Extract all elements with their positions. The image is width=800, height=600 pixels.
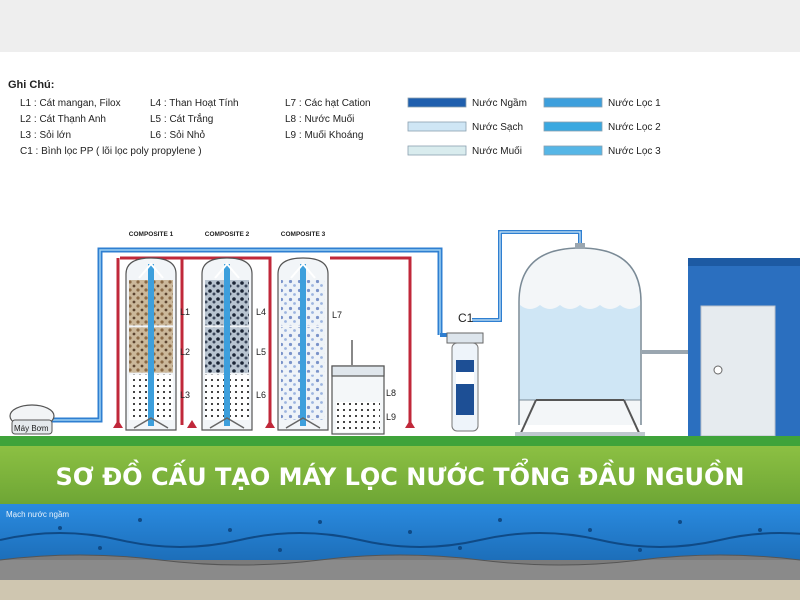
legend-item: L7 : Các hạt Cation (285, 98, 371, 109)
layer-label: L2 (180, 347, 190, 357)
aquifer: Mạch nước ngầm (0, 504, 800, 600)
return-pipe-3 (330, 256, 412, 425)
legend-swatch (407, 97, 467, 108)
legend-swatch-label: Nước Muối (472, 145, 522, 157)
pp-filter: C1 (446, 311, 484, 432)
legend-swatch (407, 145, 467, 156)
pp-filter-label: C1 (458, 311, 474, 325)
top-strip (0, 0, 800, 52)
brine-label-l8: L8 (386, 388, 396, 398)
riser-tube (300, 264, 306, 426)
legend-item: L3 : Sỏi lớn (20, 129, 71, 141)
house-door (700, 305, 776, 437)
clean-water (520, 305, 640, 400)
legend-swatch (543, 121, 603, 132)
layer-label: L5 (256, 347, 266, 357)
legend-title: Ghi Chú: (8, 79, 54, 91)
layer-label: L1 (180, 307, 190, 317)
legend-column-2: L4 : Than Hoạt Tính L5 : Cát Trắng L6 : Sỏ… (150, 98, 239, 141)
pump-label: Máy Bơm (14, 424, 49, 433)
brine-label-l9: L9 (386, 412, 396, 422)
tank-header: COMPOSITE 1 (129, 231, 174, 238)
tank-header: COMPOSITE 2 (205, 231, 250, 238)
riser-tube (148, 264, 154, 426)
legend-swatch (543, 145, 603, 156)
layer-label: L4 (256, 307, 266, 317)
return-pipe-2 (120, 256, 272, 425)
brine-tank: L8 L9 (331, 340, 396, 435)
layer-label: L3 (180, 390, 190, 400)
legend-swatch-label: Nước Sạch (472, 122, 523, 133)
legend-swatch (407, 121, 467, 132)
title-banner (0, 446, 800, 504)
legend-item: L5 : Cát Trắng (150, 112, 213, 125)
layer-label: L7 (332, 310, 342, 320)
legend-item: L2 : Cát Thạnh Anh (20, 114, 106, 125)
legend-filtered-water: Nước Lọc 1 Nước Lọc 2 Nước Lọc 3 (543, 97, 661, 157)
ground-water-label: Mạch nước ngầm (6, 510, 69, 519)
legend: Ghi Chú: L1 : Cát mangan, Filox L2 : Cát … (8, 79, 661, 157)
house (688, 258, 800, 440)
pump: Máy Bơm (9, 404, 55, 435)
pressure-tank (515, 243, 645, 438)
legend-column-1: L1 : Cát mangan, Filox L2 : Cát Thạnh Anh… (20, 98, 202, 157)
legend-item: L9 : Muối Khoáng (285, 129, 363, 141)
grass-strip (0, 436, 800, 446)
composite-tank-3: COMPOSITE 3 L7 (277, 231, 342, 431)
legend-swatch-label: Nước Lọc 2 (608, 122, 661, 133)
legend-column-3: L7 : Các hạt Cation L8 : Nước Muối L9 : Mu… (285, 98, 371, 141)
pp-cartridge (456, 360, 474, 415)
legend-item: L8 : Nước Muối (285, 113, 354, 125)
legend-item: L1 : Cát mangan, Filox (20, 98, 121, 109)
legend-item: L4 : Than Hoạt Tính (150, 98, 239, 109)
legend-item: C1 : Bình lọc PP ( lõi lọc poly propylen… (20, 146, 202, 157)
legend-swatch (543, 97, 603, 108)
layer-label: L6 (256, 390, 266, 400)
legend-item: L6 : Sỏi Nhỏ (150, 129, 205, 141)
door-knob (713, 365, 723, 375)
legend-swatch-label: Nước Ngầm (472, 97, 527, 109)
legend-swatch-label: Nước Lọc 3 (608, 146, 661, 157)
legend-swatch-label: Nước Lọc 1 (608, 98, 661, 109)
tank-header: COMPOSITE 3 (281, 231, 326, 238)
riser-tube (224, 264, 230, 426)
